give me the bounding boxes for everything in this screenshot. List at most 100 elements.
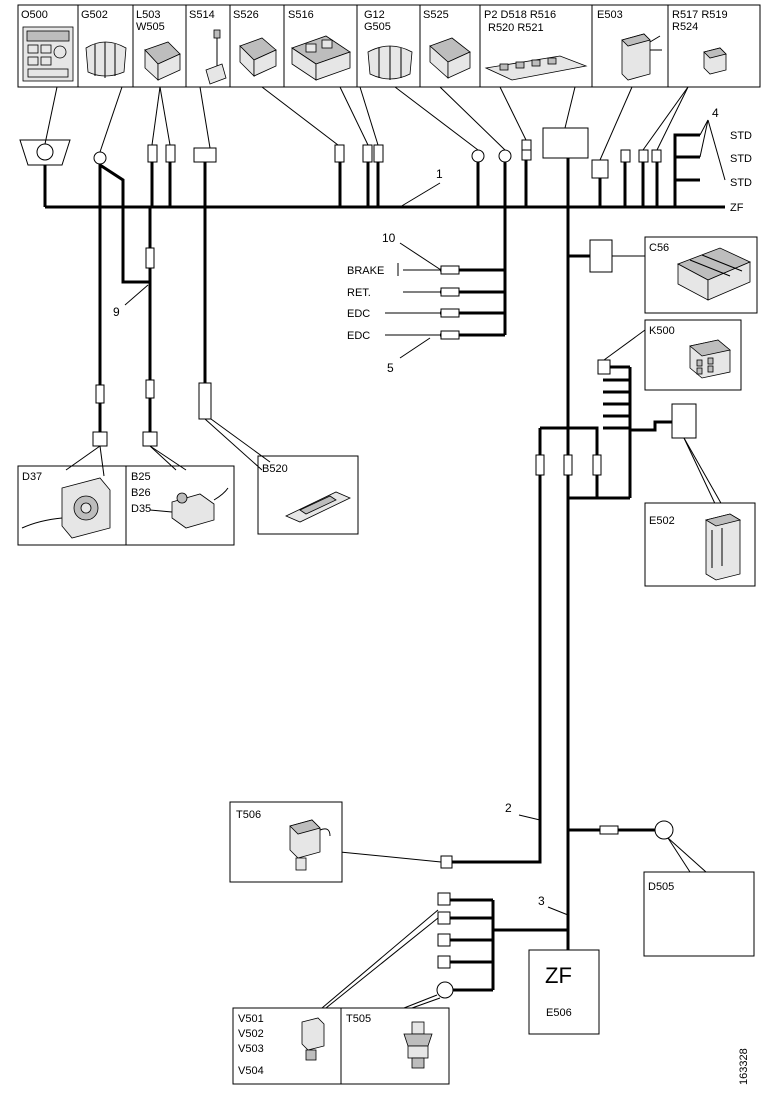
label-V501: V501 xyxy=(238,1013,264,1025)
edc-connector-2 xyxy=(440,330,460,340)
label-V503: V503 xyxy=(238,1043,264,1055)
figure-code: 163328 xyxy=(738,1048,750,1085)
label-T506: T506 xyxy=(236,809,261,821)
ret-connector xyxy=(440,287,460,297)
D37-connector xyxy=(92,431,108,447)
G12-connector xyxy=(498,149,512,163)
label-R520-R521: R520 R521 xyxy=(488,22,544,34)
label-edc-1: EDC xyxy=(347,308,370,320)
top-component-strip: O500 G502 L503 W505 S514 S526 S516 G12 G… xyxy=(17,4,761,88)
label-R524: R524 xyxy=(672,21,698,33)
callout-3: 3 xyxy=(538,894,545,908)
callout-1: 1 xyxy=(436,167,443,181)
label-E506: E506 xyxy=(546,1007,572,1019)
O500-panel-image xyxy=(22,26,74,82)
label-C56: C56 xyxy=(649,242,669,254)
zf-symbol: ZF xyxy=(545,963,572,988)
label-E502: E502 xyxy=(649,515,675,527)
V501-connector-4 xyxy=(437,955,451,969)
label-L503: L503 xyxy=(136,9,160,21)
label-P2-D518-R516: P2 D518 R516 xyxy=(484,9,556,21)
signal-branch-block: BRAKE RET. EDC EDC 10 5 xyxy=(347,162,507,375)
K500-box: K500 xyxy=(644,319,742,391)
brake-connector xyxy=(440,265,460,275)
E502-connector xyxy=(671,403,697,439)
S525-connector xyxy=(471,149,485,163)
S526-connector xyxy=(334,144,345,163)
K500-connector xyxy=(597,359,611,375)
right-trunk: 2 3 xyxy=(339,207,727,950)
V501-connector-3 xyxy=(437,933,451,947)
T506-box: T506 xyxy=(229,801,343,883)
label-std-1: STD xyxy=(730,130,752,142)
T505-box: T505 xyxy=(340,1007,450,1085)
label-B25: B25 xyxy=(131,471,151,483)
label-R517-R519: R517 R519 xyxy=(672,9,728,21)
main-harness: STD STD STD ZF 4 1 xyxy=(19,86,752,214)
label-std-3: STD xyxy=(730,177,752,189)
G12-image xyxy=(367,45,413,80)
B25-connector xyxy=(142,431,158,447)
harness-connector-2 xyxy=(535,454,545,476)
T505-connector xyxy=(436,981,454,999)
callout-2: 2 xyxy=(505,801,512,815)
D505-box: D505 xyxy=(643,871,755,957)
C56-connector xyxy=(589,239,613,273)
C56-box: C56 xyxy=(644,236,758,314)
R517-connector-a xyxy=(620,149,631,163)
ZF-E506-box: ZF E506 xyxy=(528,949,600,1035)
label-G12: G12 xyxy=(364,9,385,21)
callout-5: 5 xyxy=(387,361,394,375)
label-S516: S516 xyxy=(288,9,314,21)
S516-connector-a xyxy=(362,144,373,163)
R517-relay-image xyxy=(703,47,727,75)
V501-connector-1 xyxy=(437,892,451,906)
label-T505: T505 xyxy=(346,1013,371,1025)
callout-4: 4 xyxy=(712,106,719,120)
label-S526: S526 xyxy=(233,9,259,21)
label-E503: E503 xyxy=(597,9,623,21)
D37-box: D37 xyxy=(17,445,127,546)
label-O500: O500 xyxy=(21,9,48,21)
label-std-2: STD xyxy=(730,153,752,165)
R517-connector-b xyxy=(638,149,649,163)
label-B26: B26 xyxy=(131,487,151,499)
V501-connector-2 xyxy=(437,911,451,925)
B520-box: B520 xyxy=(204,418,359,535)
label-K500: K500 xyxy=(649,325,675,337)
label-D37: D37 xyxy=(22,471,42,483)
callout-10: 10 xyxy=(382,231,396,245)
L503-connector-a xyxy=(147,144,158,163)
label-ret: RET. xyxy=(347,287,371,299)
bottom-comb xyxy=(321,892,568,1009)
label-brake: BRAKE xyxy=(347,265,384,277)
label-D505: D505 xyxy=(648,881,674,893)
label-D35: D35 xyxy=(131,503,151,515)
label-V502: V502 xyxy=(238,1028,264,1040)
left-drops: 9 xyxy=(92,207,212,447)
E503-connector xyxy=(591,159,609,179)
label-S525: S525 xyxy=(423,9,449,21)
label-B520: B520 xyxy=(262,463,288,475)
S525-switch-image xyxy=(429,37,471,79)
central-unit-connector xyxy=(542,127,589,159)
L503-connector-b xyxy=(165,144,176,163)
S514-connector xyxy=(193,147,217,163)
label-G505: G505 xyxy=(364,21,391,33)
S516-connector-b xyxy=(373,144,384,163)
S516-switch-image xyxy=(291,35,351,81)
G502-connector xyxy=(93,151,107,165)
D505-connector xyxy=(654,820,674,840)
B520-connector xyxy=(198,382,212,420)
G502-image xyxy=(85,41,127,78)
label-zf-branch: ZF xyxy=(730,202,744,214)
label-edc-2: EDC xyxy=(347,330,370,342)
B25-box: B25 B26 D35 xyxy=(125,445,235,546)
P2-connector-b xyxy=(521,149,532,161)
V501-box: V501 V502 V503 V504 xyxy=(232,1007,342,1085)
label-V504: V504 xyxy=(238,1065,264,1077)
S526-switch-image xyxy=(239,37,277,77)
label-S514: S514 xyxy=(189,9,215,21)
E503-unit-image xyxy=(621,33,662,81)
label-W505: W505 xyxy=(136,21,165,33)
